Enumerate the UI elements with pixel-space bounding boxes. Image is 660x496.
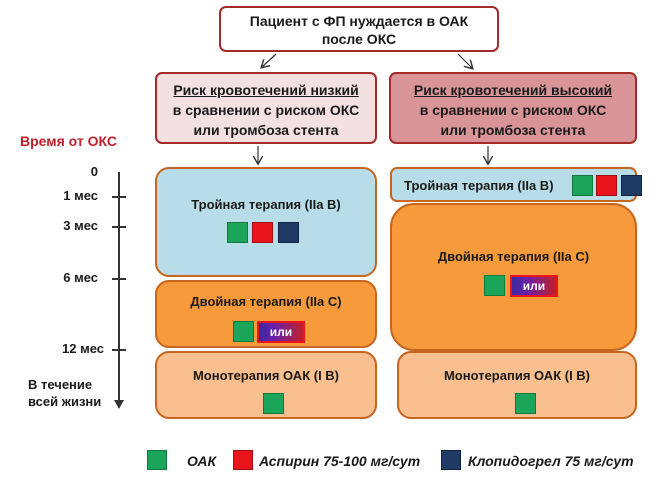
timeline-lifetime-line2: всей жизни: [28, 394, 102, 409]
timeline-lifetime: В течение всей жизни: [28, 376, 101, 410]
right-mono-box: Монотерапия ОАК (I B): [397, 351, 637, 419]
left-triple-clopidogrel-square: [278, 222, 299, 243]
timeline-tick-6m: [112, 278, 126, 280]
left-triple-box: Тройная терапия (IIa B): [155, 167, 377, 277]
left-dual-or-badge: или: [257, 321, 305, 343]
risk-high-line2: в сравнении с риском ОКС: [419, 102, 607, 118]
timeline-tick-1m: [112, 196, 126, 198]
left-mono-label: Монотерапия ОАК (I B): [192, 368, 340, 383]
risk-high-line3: или тромбоза стента: [440, 122, 586, 138]
arrow-to-high: [457, 53, 472, 68]
timeline-label-3m: 3 мес: [63, 218, 98, 233]
left-dual-box: Двойная терапия (IIa C) или: [155, 280, 377, 348]
header-line1: Пациент с ФП нуждается в ОАК: [249, 13, 469, 29]
risk-low-box: Риск кровотечений низкий в сравнении с р…: [155, 72, 377, 144]
right-triple-clopidogrel-square: [621, 175, 642, 196]
legend-oak-label: ОАК: [187, 453, 217, 469]
risk-high-box: Риск кровотечений высокий в сравнении с …: [389, 72, 637, 144]
timeline-axis: [118, 172, 120, 407]
timeline-arrowhead: [114, 400, 124, 409]
timeline-title: Время от ОКС: [20, 133, 117, 149]
risk-low-line2: в сравнении с риском ОКС: [172, 102, 360, 118]
legend-clopidogrel-label: Клопидогрел 75 мг/сут: [468, 453, 634, 469]
right-mono-label: Монотерапия ОАК (I B): [443, 368, 591, 383]
timeline-label-12m: 12 мес: [62, 341, 104, 356]
legend-oak-swatch: [147, 450, 167, 470]
header-line2: после ОКС: [321, 31, 397, 47]
right-dual-box: Двойная терапия (IIa C) или: [390, 203, 637, 351]
risk-low-line3: или тромбоза стента: [193, 122, 339, 138]
right-triple-oak-square: [572, 175, 593, 196]
left-dual-oak-square: [233, 321, 254, 342]
timeline-tick-3m: [112, 226, 126, 228]
legend-aspirin-label: Аспирин 75-100 мг/сут: [259, 453, 421, 469]
risk-high-title: Риск кровотечений высокий: [413, 82, 613, 98]
legend-aspirin-swatch: [233, 450, 253, 470]
left-dual-label: Двойная терапия (IIa C): [190, 294, 342, 309]
timeline-label-0: 0: [90, 164, 98, 179]
left-triple-oak-square: [227, 222, 248, 243]
left-triple-label: Тройная терапия (IIa B): [191, 197, 341, 212]
timeline-label-6m: 6 мес: [63, 270, 98, 285]
left-triple-aspirin-square: [252, 222, 273, 243]
timeline-tick-12m: [112, 349, 126, 351]
legend-clopidogrel-swatch: [441, 450, 461, 470]
right-dual-label: Двойная терапия (IIa C): [437, 249, 590, 264]
header-box: Пациент с ФП нуждается в ОАК после ОКС: [219, 6, 499, 52]
right-dual-oak-square: [484, 275, 505, 296]
right-triple-aspirin-square: [596, 175, 617, 196]
left-mono-box: Монотерапия ОАК (I B): [155, 351, 377, 419]
risk-low-title: Риск кровотечений низкий: [173, 82, 359, 98]
right-mono-oak-square: [515, 393, 536, 414]
timeline-label-1m: 1 мес: [63, 188, 98, 203]
right-dual-or-badge: или: [510, 275, 558, 297]
arrow-to-low: [262, 53, 277, 67]
left-mono-oak-square: [263, 393, 284, 414]
right-triple-box: Тройная терапия (IIa B): [390, 167, 642, 202]
timeline-lifetime-line1: В течение: [28, 377, 93, 392]
right-triple-label: Тройная терапия (IIa B): [404, 178, 554, 193]
